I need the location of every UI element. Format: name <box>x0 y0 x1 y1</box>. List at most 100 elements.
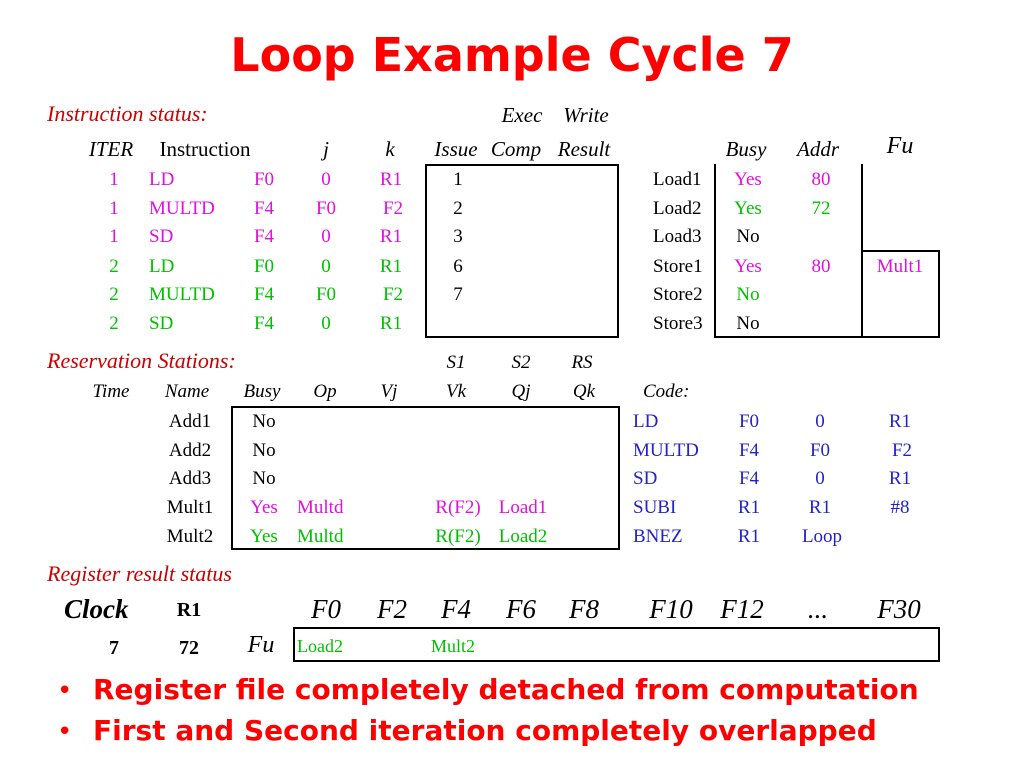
code-b: 0 <box>815 411 825 432</box>
register-fu-box <box>293 627 940 662</box>
r1-label: R1 <box>176 599 202 621</box>
code-c: #8 <box>890 497 910 518</box>
instr-j: 0 <box>321 256 331 277</box>
instr-iter: 1 <box>109 226 119 247</box>
store-box-right <box>938 250 940 338</box>
register-result-status-heading: Register result status <box>47 561 232 586</box>
reg-fu-f0: Load2 <box>297 636 343 656</box>
rs-qj: Load1 <box>498 497 548 518</box>
instr-k: F2 <box>382 284 404 305</box>
code-a: F4 <box>738 440 760 461</box>
rs-name: Mult1 <box>166 497 214 518</box>
instr-iter: 1 <box>109 169 119 190</box>
reg-header: F10 <box>649 594 693 624</box>
exec-label: Exec <box>501 103 543 127</box>
instr-issue: 7 <box>453 284 463 305</box>
reservation-stations-heading: Reservation Stations: <box>47 348 236 373</box>
write-label: Write <box>563 103 609 127</box>
buffer-addr: 80 <box>811 256 831 277</box>
buffer-busy: No <box>736 284 760 305</box>
col-instruction: Instruction <box>159 137 251 161</box>
rs-busy: No <box>252 440 276 461</box>
instr-issue: 6 <box>453 256 463 277</box>
page-title: Loop Example Cycle 7 <box>230 28 794 82</box>
instr-k: R1 <box>379 313 403 334</box>
buffer-name: Store3 <box>653 313 703 334</box>
instr-k: F2 <box>382 198 404 219</box>
reg-header: F12 <box>720 594 764 624</box>
code-b: F0 <box>809 440 831 461</box>
reg-header: F30 <box>877 594 921 624</box>
instr-j: F0 <box>315 198 337 219</box>
reg-header: F8 <box>569 594 599 624</box>
buffer-col-busy: Busy <box>725 137 767 161</box>
instr-issue: 1 <box>453 169 463 190</box>
reg-header: F6 <box>506 594 536 624</box>
buffer-col-addr: Addr <box>797 137 839 161</box>
instr-dst: F4 <box>253 284 275 305</box>
reg-header: F4 <box>441 594 471 624</box>
col-result: Result <box>557 137 611 161</box>
instr-op: SD <box>149 226 174 247</box>
rs-name: Add3 <box>168 468 212 489</box>
buffer-busy: No <box>736 226 760 247</box>
instr-issue: 2 <box>453 198 463 219</box>
instr-iter: 2 <box>109 284 119 305</box>
rs-vk: R(F2) <box>435 526 481 547</box>
instr-dst: F4 <box>253 313 275 334</box>
rs-rs: RS <box>571 352 593 373</box>
instr-k: R1 <box>379 169 403 190</box>
instr-j: 0 <box>321 169 331 190</box>
buffer-left-border <box>714 164 716 338</box>
rs-col-busy: Busy <box>243 381 281 402</box>
code-b: R1 <box>808 497 832 518</box>
code-op: LD <box>633 411 659 432</box>
instr-iter: 2 <box>109 256 119 277</box>
fu-label: Fu <box>247 632 275 658</box>
instr-dst: F0 <box>253 256 275 277</box>
code-c: F2 <box>891 440 913 461</box>
col-comp: Comp <box>490 137 542 161</box>
instr-dst: F4 <box>253 226 275 247</box>
bullet-text: First and Second iteration completely ov… <box>93 714 877 747</box>
instr-op: SD <box>149 313 174 334</box>
rs-name: Add1 <box>168 411 212 432</box>
r1-value: 72 <box>179 637 199 659</box>
bullet-icon: • <box>57 717 73 747</box>
instr-op: MULTD <box>149 284 215 305</box>
instruction-timing-box <box>425 164 619 338</box>
rs-col-vj: Vj <box>380 381 398 402</box>
rs-busy: Yes <box>250 526 278 547</box>
rs-vk: R(F2) <box>435 497 481 518</box>
code-a: R1 <box>737 497 761 518</box>
instr-j: 0 <box>321 313 331 334</box>
instr-dst: F4 <box>253 198 275 219</box>
buffer-fu: Mult1 <box>876 256 924 277</box>
buffer-addr: 80 <box>811 169 831 190</box>
buffer-name: Load1 <box>653 169 702 190</box>
code-a: F0 <box>738 411 760 432</box>
reg-header: ... <box>807 594 829 624</box>
rs-op: Multd <box>297 526 344 547</box>
buffer-busy: No <box>736 313 760 334</box>
code-b: 0 <box>815 468 825 489</box>
rs-col-vk: Vk <box>445 381 467 402</box>
buffer-busy: Yes <box>734 169 762 190</box>
rs-box <box>231 406 620 550</box>
buffer-name: Load3 <box>653 226 702 247</box>
buffer-name: Store1 <box>653 256 703 277</box>
clock-value: 7 <box>109 637 119 659</box>
clock-label: Clock <box>64 594 129 624</box>
code-a: F4 <box>738 468 760 489</box>
buffer-name: Load2 <box>653 198 702 219</box>
instr-k: R1 <box>379 256 403 277</box>
rs-qj: Load2 <box>498 526 548 547</box>
instr-iter: 2 <box>109 313 119 334</box>
buffer-addr: 72 <box>811 198 831 219</box>
rs-col-time: Time <box>92 381 130 402</box>
reg-fu-f4: Mult2 <box>431 636 476 656</box>
col-j: j <box>323 137 329 161</box>
code-op: BNEZ <box>633 526 683 547</box>
instr-op: MULTD <box>149 198 215 219</box>
buffer-busy: Yes <box>734 256 762 277</box>
